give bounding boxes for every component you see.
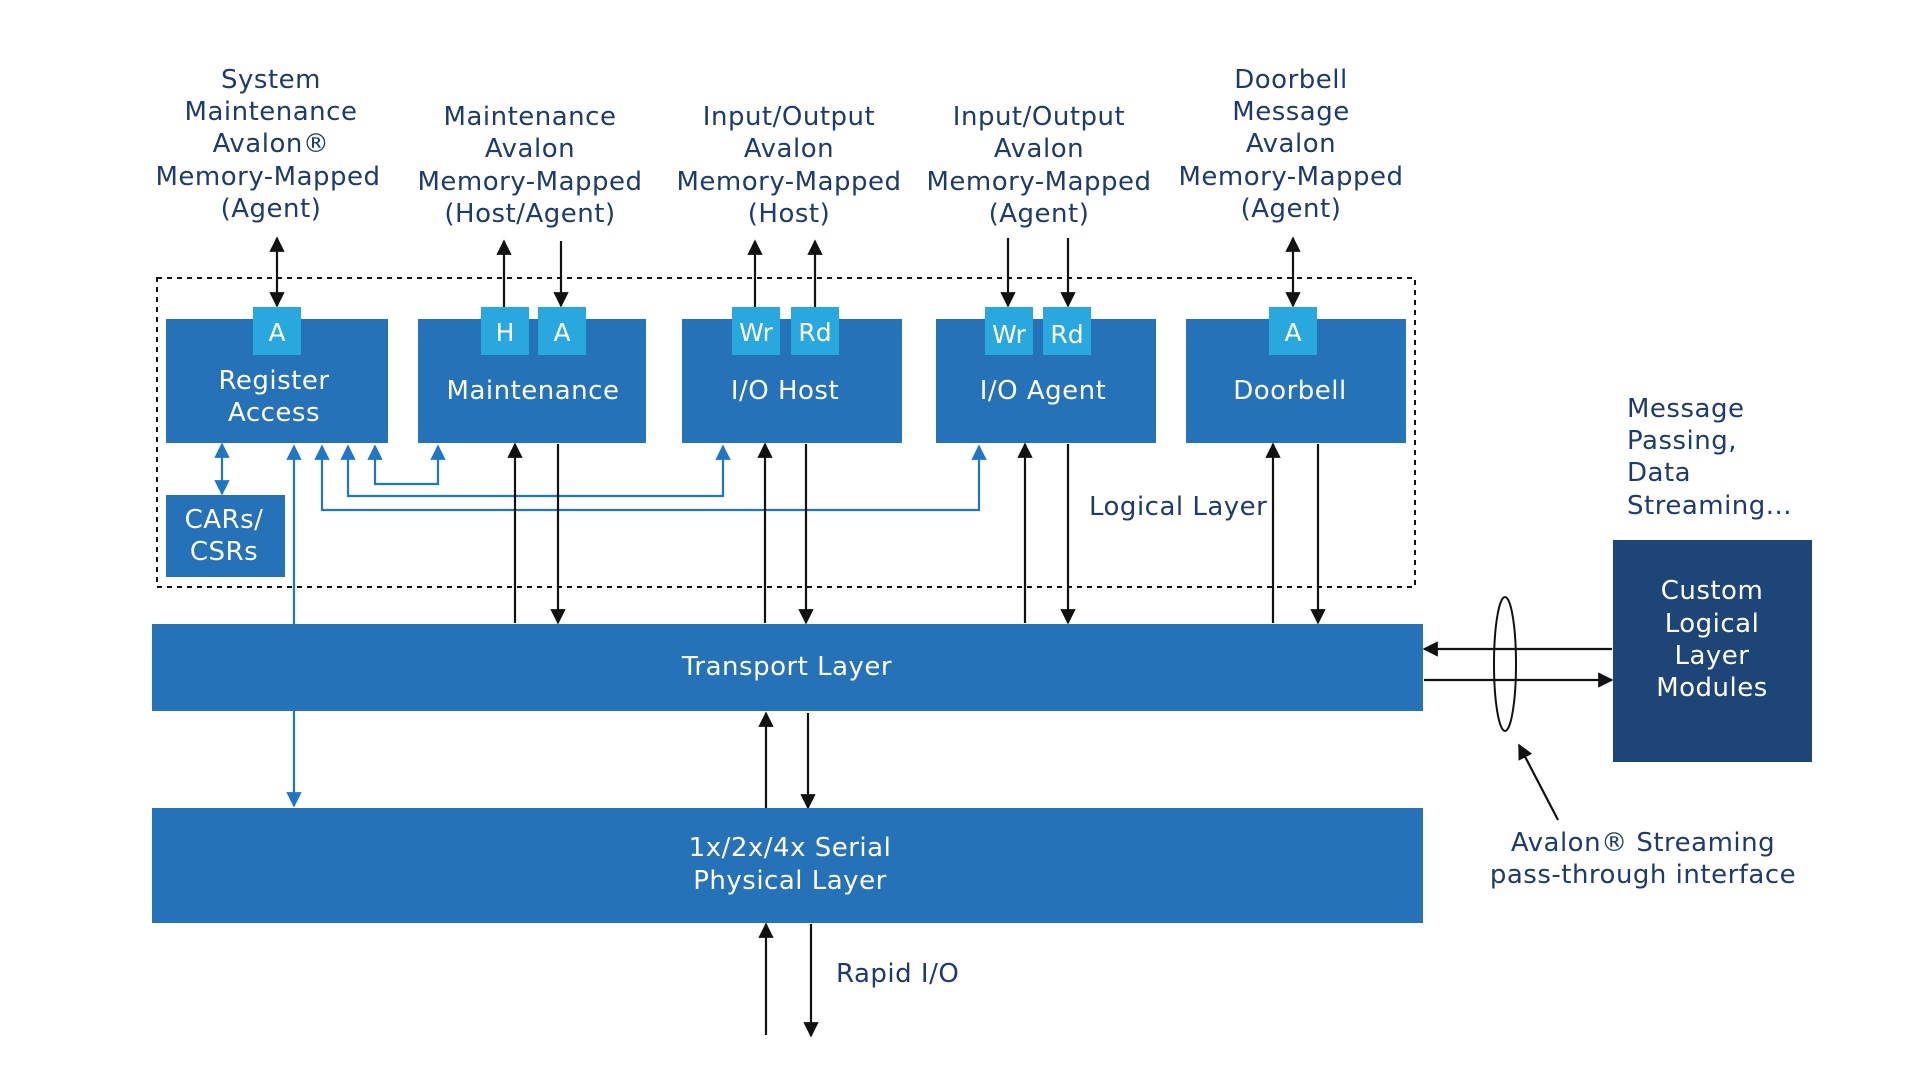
svg-text:Rd: Rd <box>1050 320 1083 349</box>
register-access-block: Register Access <box>166 319 388 443</box>
interface-label-system-maintenance: System Maintenance Avalon® Memory-Mapped… <box>155 65 380 224</box>
interface-label-io-host: Input/Output Avalon Memory-Mapped (Host) <box>676 102 901 229</box>
transport-physical-wires <box>758 711 816 810</box>
svg-text:pass-through interface: pass-through interface <box>1490 860 1796 890</box>
svg-text:I/O Agent: I/O Agent <box>980 376 1107 406</box>
svg-text:System: System <box>221 65 321 95</box>
svg-text:Doorbell: Doorbell <box>1233 376 1346 406</box>
streaming-interface-label: Avalon® Streaming pass-through interface <box>1490 828 1796 890</box>
svg-text:Rd: Rd <box>798 318 831 347</box>
rapid-io-label: Rapid I/O <box>836 959 959 989</box>
message-passing-label: Message Passing, Data Streaming... <box>1627 394 1792 521</box>
svg-text:H: H <box>496 318 515 347</box>
io-host-write-port: Wr <box>732 307 780 355</box>
svg-text:Avalon: Avalon <box>1246 129 1336 159</box>
svg-text:CSRs: CSRs <box>190 537 258 567</box>
svg-text:Avalon: Avalon <box>485 134 575 164</box>
interface-label-maintenance: Maintenance Avalon Memory-Mapped (Host/A… <box>417 102 642 229</box>
logical-layer-label: Logical Layer <box>1089 492 1267 522</box>
svg-text:Access: Access <box>228 398 320 428</box>
maintenance-block: Maintenance <box>418 319 646 443</box>
svg-text:(Agent): (Agent) <box>1241 194 1342 224</box>
svg-text:Avalon: Avalon <box>994 134 1084 164</box>
svg-text:Logical: Logical <box>1665 609 1760 639</box>
io-agent-write-port: Wr <box>985 307 1033 355</box>
interface-label-io-agent: Input/Output Avalon Memory-Mapped (Agent… <box>926 102 1151 229</box>
svg-text:Input/Output: Input/Output <box>703 102 875 132</box>
svg-text:Avalon: Avalon <box>744 134 834 164</box>
physical-layer-block: 1x/2x/4x Serial Physical Layer <box>152 808 1423 923</box>
svg-text:Modules: Modules <box>1656 673 1768 703</box>
svg-text:Avalon® Streaming: Avalon® Streaming <box>1511 828 1775 858</box>
svg-text:A: A <box>268 318 285 347</box>
svg-text:Physical Layer: Physical Layer <box>693 866 887 896</box>
io-host-read-port: Rd <box>791 307 839 355</box>
svg-text:Layer: Layer <box>1675 641 1750 671</box>
svg-text:Streaming...: Streaming... <box>1627 491 1792 521</box>
svg-text:I/O Host: I/O Host <box>731 376 839 406</box>
svg-text:Passing,: Passing, <box>1627 426 1737 456</box>
svg-text:Memory-Mapped: Memory-Mapped <box>926 167 1151 197</box>
register-access-agent-port: A <box>253 307 301 355</box>
svg-text:Maintenance: Maintenance <box>444 102 617 132</box>
maintenance-host-port: H <box>481 307 529 355</box>
top-interface-arrows <box>269 236 1301 318</box>
svg-text:Memory-Mapped: Memory-Mapped <box>417 167 642 197</box>
svg-text:A: A <box>1284 318 1301 347</box>
cars-csrs-block: CARs/ CSRs <box>166 495 285 577</box>
svg-text:Register: Register <box>218 366 329 396</box>
svg-text:Transport Layer: Transport Layer <box>681 652 892 682</box>
svg-text:Maintenance: Maintenance <box>185 97 358 127</box>
transport-layer-block: Transport Layer <box>152 624 1423 711</box>
svg-text:Memory-Mapped: Memory-Mapped <box>676 167 901 197</box>
svg-text:Doorbell: Doorbell <box>1234 65 1347 95</box>
streaming-passthrough-wires <box>1422 596 1614 821</box>
logical-transport-wires <box>507 442 1326 625</box>
doorbell-agent-port: A <box>1269 307 1317 355</box>
svg-text:(Host/Agent): (Host/Agent) <box>444 199 615 229</box>
svg-text:Maintenance: Maintenance <box>447 376 620 406</box>
custom-logical-layer-modules-block: Custom Logical Layer Modules <box>1613 540 1812 762</box>
io-agent-block: I/O Agent <box>936 319 1156 443</box>
svg-text:Custom: Custom <box>1661 576 1764 606</box>
maintenance-agent-port: A <box>538 307 586 355</box>
interface-label-doorbell: Doorbell Message Avalon Memory-Mapped (A… <box>1178 65 1403 224</box>
svg-text:CARs/: CARs/ <box>185 505 264 535</box>
svg-text:Memory-Mapped: Memory-Mapped <box>1178 162 1403 192</box>
svg-text:Message: Message <box>1232 97 1349 127</box>
svg-text:(Host): (Host) <box>748 199 831 229</box>
svg-text:Avalon®: Avalon® <box>213 129 330 159</box>
svg-text:Wr: Wr <box>992 320 1027 349</box>
svg-text:Data: Data <box>1627 458 1691 488</box>
logical-layer-boundary <box>156 277 1416 588</box>
svg-text:(Agent): (Agent) <box>989 199 1090 229</box>
svg-text:Memory-Mapped: Memory-Mapped <box>155 162 380 192</box>
rapid-io-wires <box>758 922 819 1038</box>
svg-text:(Agent): (Agent) <box>221 194 322 224</box>
svg-text:Message: Message <box>1627 394 1744 424</box>
io-agent-read-port: Rd <box>1043 307 1091 355</box>
svg-text:A: A <box>553 318 570 347</box>
svg-text:Input/Output: Input/Output <box>953 102 1125 132</box>
svg-text:Wr: Wr <box>739 318 774 347</box>
svg-text:1x/2x/4x Serial: 1x/2x/4x Serial <box>689 833 892 863</box>
